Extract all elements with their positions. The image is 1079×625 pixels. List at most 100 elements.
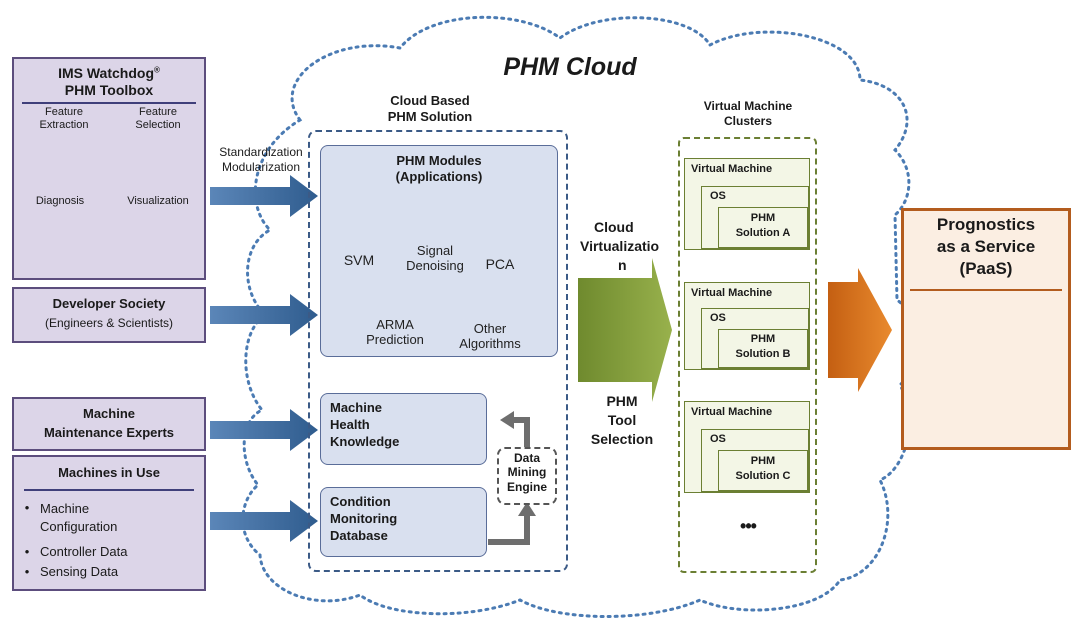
paas-line3: (PaaS) xyxy=(959,259,1013,279)
vm-c-solution-label: PHM Solution C xyxy=(723,454,803,484)
knowledge-line2: Health xyxy=(330,416,370,432)
data-mining-engine-label: Data Mining Engine xyxy=(497,451,557,494)
developer-society-subtitle: (Engineers & Scientists) xyxy=(44,316,174,330)
phm-modules-title-line1: PHM Modules xyxy=(396,153,482,168)
cloud-solution-line2: PHM Solution xyxy=(387,109,473,125)
experts-line1: Machine xyxy=(82,406,135,421)
virtual-machine-a: Virtual Machine OS PHM Solution A xyxy=(684,158,810,250)
cloud-virtualization-label: Cloud Virtualizatio n xyxy=(580,218,676,275)
bullet-2: • xyxy=(24,544,30,559)
vm-a-label: Virtual Machine xyxy=(691,163,773,175)
vm-b-os-label: OS xyxy=(710,312,726,324)
registered-mark: ® xyxy=(154,65,160,75)
data-mining-engine-box xyxy=(497,447,557,505)
knowledge-line3: Knowledge xyxy=(330,433,400,449)
vm-c-os-box: OS PHM Solution C xyxy=(701,429,809,492)
vm-a-os-box: OS PHM Solution A xyxy=(701,186,809,249)
vm-b-solution-box: PHM Solution B xyxy=(718,329,808,368)
vm-clusters-title: Virtual Machine Clusters xyxy=(678,99,818,129)
paas-line1: Prognostics xyxy=(936,215,1036,234)
data-mining-line3: Engine xyxy=(506,479,547,494)
health-knowledge-label: Machine Health Knowledge xyxy=(330,400,420,451)
vm-c-solution-box: PHM Solution C xyxy=(718,450,808,491)
data-mining-line2: Mining xyxy=(507,465,547,480)
phm-tool-selection-label: PHM Tool Selection xyxy=(584,392,660,449)
bullet-1: • xyxy=(24,500,30,515)
pca-label: PCA xyxy=(485,256,515,272)
health-knowledge-box xyxy=(320,393,487,465)
standardization-text: Standardization xyxy=(219,145,303,159)
machines-item-1: Machine Configuration xyxy=(40,501,118,534)
paas-line2: as a Service xyxy=(936,237,1036,257)
condition-monitoring-label: Condition Monitoring Database xyxy=(330,494,420,545)
machines-arrow xyxy=(210,500,318,542)
experts-arrow xyxy=(210,409,318,451)
machines-item-2: Controller Data xyxy=(40,544,128,559)
feature-selection-label: Feature Selection xyxy=(135,106,181,132)
vm-c-os-label: OS xyxy=(710,433,726,445)
phm-tool-line2: Tool xyxy=(607,411,637,428)
vm-c-label: Virtual Machine xyxy=(691,406,773,418)
phm-modules-box xyxy=(320,145,558,357)
paas-divider xyxy=(910,289,1062,291)
visualization-label: Visualization xyxy=(127,195,189,207)
machines-in-use-box: Machines in Use • Machine Configuration … xyxy=(12,455,206,591)
virtual-machine-b: Virtual Machine OS PHM Solution B xyxy=(684,282,810,370)
cloud-virt-line1: Cloud xyxy=(594,219,634,235)
experts-line2: Maintenance Experts xyxy=(43,425,175,440)
standardization-arrow xyxy=(210,175,318,217)
developer-society-title: Developer Society xyxy=(52,296,166,311)
toolbox-title: IMS Watchdog® PHM Toolbox xyxy=(14,65,204,99)
toolbox-title-line2: PHM Toolbox xyxy=(64,81,154,98)
virtual-machine-c: Virtual Machine OS PHM Solution C xyxy=(684,401,810,493)
bullet-3: • xyxy=(24,564,30,579)
vm-b-sol-line2: Solution B xyxy=(735,347,791,360)
vm-c-sol-line1: PHM xyxy=(750,455,776,467)
diagnosis-label: Diagnosis xyxy=(35,195,85,207)
other-algorithms-label: Other Algorithms xyxy=(459,321,521,351)
condition-line2: Monitoring xyxy=(330,510,398,526)
phm-tool-line1: PHM xyxy=(606,393,638,409)
standardization-label: Standardization Modularization xyxy=(208,145,314,175)
phm-modules-title-line2: (Applications) xyxy=(395,169,483,185)
cloud-virtualization-arrow xyxy=(578,258,672,402)
cloud-solution-title: Cloud Based PHM Solution xyxy=(355,93,505,126)
data-mining-line1: Data xyxy=(513,451,540,465)
mining-loop-up-arrow xyxy=(512,417,530,450)
toolbox-divider xyxy=(22,102,196,104)
knowledge-line1: Machine xyxy=(330,400,383,415)
vm-clusters-frame xyxy=(678,137,817,573)
machines-title: Machines in Use xyxy=(58,465,160,480)
cloud-title: PHM Cloud xyxy=(503,53,637,81)
modularization-text: Modularization xyxy=(221,160,301,174)
vm-a-os-label: OS xyxy=(710,190,726,202)
vm-b-os-box: OS PHM Solution B xyxy=(701,308,809,369)
phm-modules-title: PHM Modules (Applications) xyxy=(320,153,558,186)
maintenance-experts-box: Machine Maintenance Experts xyxy=(12,397,206,451)
cloud-virt-line3: n xyxy=(618,256,627,273)
developer-society-box: Developer Society (Engineers & Scientist… xyxy=(12,287,206,343)
condition-monitoring-box xyxy=(320,487,487,557)
svm-label: SVM xyxy=(343,252,375,268)
paas-arrow xyxy=(828,268,892,392)
phm-tool-line3: Selection xyxy=(590,430,654,447)
cloud-solution-frame xyxy=(308,130,568,572)
mining-loop-down-arrow xyxy=(488,512,530,545)
condition-line3: Database xyxy=(330,527,388,543)
vm-a-sol-line2: Solution A xyxy=(735,226,791,239)
toolbox-title-line1: IMS Watchdog xyxy=(58,65,154,81)
toolbox-box: IMS Watchdog® PHM Toolbox Feature Extrac… xyxy=(12,57,206,280)
paas-title: Prognostics as a Service (PaaS) xyxy=(901,214,1071,280)
vm-b-label: Virtual Machine xyxy=(691,287,773,299)
condition-line1: Condition xyxy=(330,494,391,509)
more-vms-ellipsis: ••• xyxy=(740,516,757,536)
vm-c-sol-line2: Solution C xyxy=(735,469,791,482)
arma-prediction-label: ARMA Prediction xyxy=(366,317,424,347)
vm-b-sol-line1: PHM xyxy=(750,333,776,345)
machines-item-3: Sensing Data xyxy=(40,564,119,579)
machines-divider xyxy=(24,489,194,491)
vm-a-sol-line1: PHM xyxy=(750,212,776,224)
cloud-virt-line2: Virtualizatio xyxy=(580,237,660,254)
paas-box xyxy=(901,208,1071,450)
developer-arrow xyxy=(210,294,318,336)
